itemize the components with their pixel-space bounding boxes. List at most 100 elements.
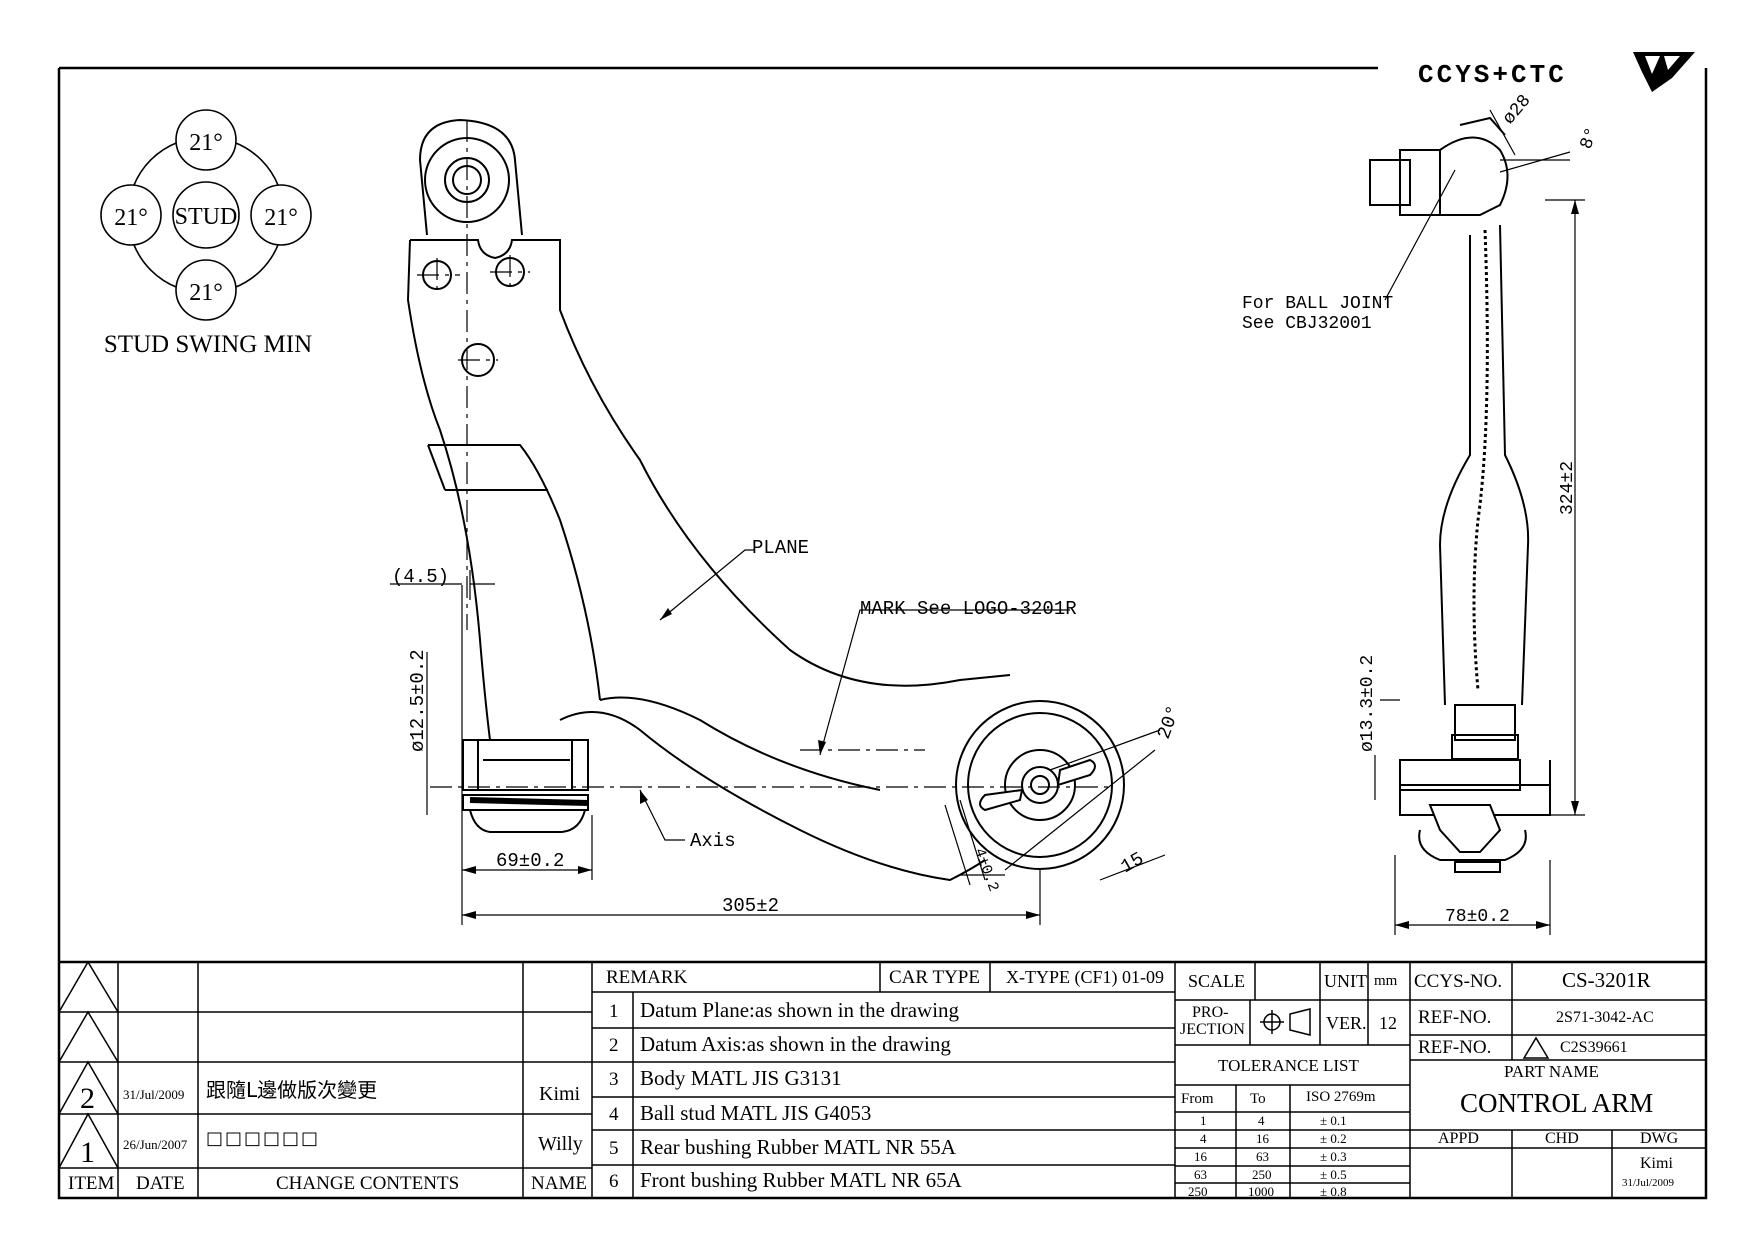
projection-label-1: PRO- [1192, 1004, 1229, 1021]
rev-item-2: 2 [80, 1082, 95, 1115]
ver-label: VER. [1326, 1013, 1367, 1033]
remark-text-2: Datum Axis:as shown in the drawing [640, 1032, 951, 1056]
rev-name-2: Kimi [539, 1083, 581, 1105]
arrowheads [462, 608, 1040, 919]
annotation-ball-joint-1: For BALL JOINT [1242, 294, 1393, 314]
remark-no-1: 1 [609, 1001, 619, 1022]
dim-15: 15 [1117, 848, 1148, 878]
appd-label: APPD [1438, 1130, 1479, 1147]
dim-305: 305±2 [722, 895, 779, 917]
part-name: CONTROL ARM [1460, 1088, 1654, 1118]
tol-r4-to: 250 [1252, 1167, 1272, 1182]
car-type-value: X-TYPE (CF1) 01-09 [1006, 967, 1164, 987]
rev-content-1: □□□□□□ [206, 1128, 321, 1149]
dim-4-5: (4.5) [392, 566, 449, 588]
tol-r2-to: 16 [1256, 1131, 1269, 1146]
dim-4: 4±0.2 [970, 846, 1001, 894]
tol-head-from: From [1181, 1091, 1214, 1107]
dim-13-3: ø13.3±0.2 [1358, 655, 1378, 752]
tol-r1-val: ± 0.1 [1320, 1113, 1347, 1128]
annotation-mark: MARK See LOGO-3201R [860, 598, 1077, 620]
tol-r4-val: ± 0.5 [1320, 1167, 1347, 1182]
car-type-label: CAR TYPE [889, 967, 980, 988]
ver-value: 12 [1379, 1013, 1397, 1033]
tol-head-to: To [1250, 1091, 1266, 1107]
ccys-label: CCYS-NO. [1414, 971, 1503, 992]
projection-label-2: JECTION [1180, 1021, 1245, 1038]
ref1-label: REF-NO. [1418, 1007, 1492, 1028]
dim-324: 324±2 [1558, 461, 1578, 515]
remark-text-1: Datum Plane:as shown in the drawing [640, 998, 960, 1022]
logo-text: CCYS+CTC [1418, 60, 1567, 90]
side-dimension-lines [1374, 109, 1585, 935]
annotation-ball-joint-2: See CBJ32001 [1242, 314, 1372, 334]
remark-text-3: Body MATL JIS G3131 [640, 1066, 842, 1090]
revision-triangle-icon [1522, 1036, 1550, 1059]
title-block-grid [58, 960, 1706, 1198]
stud-label: STUD [175, 204, 238, 230]
remark-header: REMARK [606, 967, 688, 988]
side-arrowheads [1395, 200, 1579, 929]
tol-r2-val: ± 0.2 [1320, 1131, 1347, 1146]
rev-header-item: ITEM [68, 1173, 115, 1194]
rev-date-1: 26/Jun/2007 [123, 1137, 188, 1152]
swing-angle-top: 21° [189, 130, 223, 156]
tol-r2-from: 4 [1200, 1131, 1207, 1146]
remark-no-3: 3 [609, 1069, 619, 1090]
annotation-plane: PLANE [752, 537, 809, 559]
sheet-border [57, 66, 1708, 1200]
tol-r5-from: 250 [1188, 1184, 1208, 1199]
unit-value: mm [1374, 973, 1398, 989]
ref1-value: 2S71-3042-AC [1556, 1009, 1654, 1026]
stud-swing-diagram [100, 109, 312, 321]
rev-date-2: 31/Jul/2009 [123, 1087, 185, 1102]
tol-r5-to: 1000 [1248, 1184, 1274, 1199]
dwg-label: DWG [1640, 1130, 1679, 1147]
tol-head-iso: ISO 2769m [1306, 1089, 1376, 1105]
remark-text-6: Front bushing Rubber MATL NR 65A [640, 1168, 962, 1192]
front-dimension-lines [390, 549, 1166, 925]
tol-r1-from: 1 [1200, 1113, 1207, 1128]
tol-r1-to: 4 [1258, 1113, 1265, 1128]
dim-69: 69±0.2 [496, 850, 564, 872]
dim-12-5: ø12.5±0.2 [407, 649, 429, 752]
stud-swing-caption: STUD SWING MIN [104, 331, 312, 358]
chd-label: CHD [1545, 1130, 1579, 1147]
rev-header-date: DATE [136, 1173, 185, 1194]
annotation-axis: Axis [690, 830, 736, 852]
dim-78: 78±0.2 [1445, 907, 1510, 927]
tolerance-title: TOLERANCE LIST [1218, 1056, 1359, 1075]
ref2-value: C2S39661 [1560, 1039, 1628, 1056]
rev-header-content: CHANGE CONTENTS [276, 1173, 460, 1194]
logo-mark-icon [1633, 52, 1695, 92]
control-arm-side-view [1369, 116, 1551, 873]
remark-no-5: 5 [609, 1138, 619, 1159]
tol-r3-to: 63 [1256, 1149, 1269, 1164]
rev-item-1: 1 [80, 1136, 95, 1169]
part-name-label: PART NAME [1504, 1062, 1599, 1081]
dim-8deg: 8° [1577, 125, 1603, 152]
ref2-label: REF-NO. [1418, 1037, 1492, 1058]
ccys-ctc-logo: CCYS+CTC [1418, 52, 1695, 92]
remark-text-5: Rear bushing Rubber MATL NR 55A [640, 1135, 956, 1159]
scale-label: SCALE [1188, 971, 1246, 991]
remark-no-2: 2 [609, 1035, 619, 1056]
swing-angle-bottom: 21° [189, 280, 223, 306]
rev-content-2: 跟隨L邊做版次變更 [206, 1078, 378, 1102]
dwg-date: 31/Jul/2009 [1622, 1177, 1674, 1189]
ccys-value: CS-3201R [1562, 968, 1651, 992]
control-arm-front-view [406, 118, 1125, 882]
rev-name-1: Willy [538, 1133, 583, 1155]
dwg-name: Kimi [1640, 1155, 1673, 1172]
remark-text-4: Ball stud MATL JIS G4053 [640, 1101, 872, 1125]
swing-angle-left: 21° [114, 205, 148, 231]
tol-r4-from: 63 [1194, 1167, 1207, 1182]
swing-angle-right: 21° [264, 205, 298, 231]
dim-20deg: 20° [1153, 702, 1185, 742]
remark-no-4: 4 [609, 1104, 619, 1125]
remark-no-6: 6 [609, 1171, 619, 1192]
rev-header-name: NAME [531, 1173, 587, 1194]
unit-label: UNIT [1324, 971, 1367, 991]
tol-r3-from: 16 [1194, 1149, 1207, 1164]
